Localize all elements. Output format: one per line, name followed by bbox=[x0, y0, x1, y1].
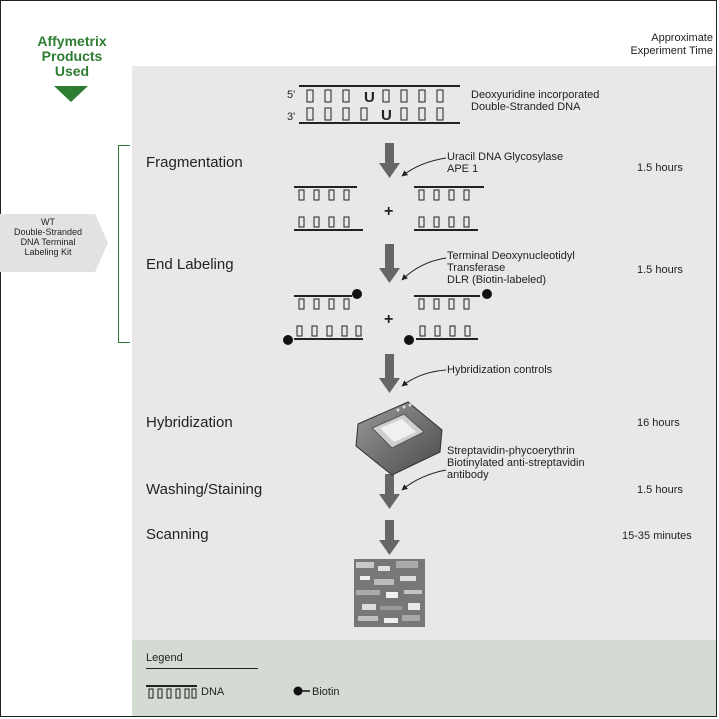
legend-dna-symbol bbox=[146, 685, 197, 699]
fragments-after-fragmentation bbox=[294, 186, 484, 231]
dna-top-strand bbox=[299, 85, 460, 103]
fragments-after-labeling bbox=[294, 295, 480, 340]
time-fragmentation: 1.5 hours bbox=[637, 162, 683, 174]
uracil-bottom: U bbox=[381, 107, 392, 124]
plus-sign: + bbox=[384, 203, 393, 220]
biotin-dot-icon bbox=[482, 289, 492, 299]
callout-hybridization bbox=[401, 369, 447, 387]
down-arrow-icon bbox=[379, 244, 400, 283]
callout-lines bbox=[401, 157, 447, 491]
label-3-prime: 3' bbox=[287, 111, 295, 123]
step-end-labeling: End Labeling bbox=[146, 256, 234, 273]
note-washing-staining: Streptavidin-phycoerythrin Biotinylated … bbox=[447, 445, 585, 481]
down-arrow-icon bbox=[379, 474, 400, 509]
note-line: Biotinylated anti-streptavidin bbox=[447, 457, 585, 469]
note-line: Hybridization controls bbox=[447, 364, 553, 376]
kit-label-line: Labeling Kit bbox=[24, 247, 72, 257]
brand-down-arrow-icon bbox=[54, 86, 88, 102]
plus-sign: + bbox=[384, 311, 393, 328]
kit-label-line: WT bbox=[41, 217, 55, 227]
legend-biotin-symbol bbox=[293, 686, 310, 696]
flow-arrows bbox=[379, 143, 400, 555]
kit-label-line: Double-Stranded bbox=[13, 227, 83, 237]
step-fragmentation: Fragmentation bbox=[146, 154, 243, 171]
time-scanning: 15-35 minutes bbox=[622, 530, 692, 542]
note-line: Transferase bbox=[447, 262, 506, 274]
down-arrow-icon bbox=[379, 143, 400, 178]
time-header-line: Approximate bbox=[651, 32, 713, 44]
note-line: antibody bbox=[447, 469, 489, 481]
down-arrow-icon bbox=[379, 520, 400, 555]
time-washing-staining: 1.5 hours bbox=[637, 484, 683, 496]
time-hybridization: 16 hours bbox=[637, 417, 680, 429]
note-line: Terminal Deoxynucleotidyl bbox=[447, 250, 575, 262]
genechip-cartridge-icon bbox=[355, 401, 443, 476]
legend-biotin-label: Biotin bbox=[312, 686, 340, 698]
biotin-markers bbox=[283, 289, 492, 345]
brand-line: Affymetrix bbox=[37, 33, 107, 49]
note-line: Uracil DNA Glycosylase bbox=[447, 151, 564, 163]
note-hybridization: Hybridization controls bbox=[447, 364, 552, 376]
dna-description: Deoxyuridine incorporated Double-Strande… bbox=[471, 89, 599, 113]
down-arrow-icon bbox=[379, 354, 400, 393]
dna-description-line: Deoxyuridine incorporated bbox=[471, 89, 600, 101]
legend-panel bbox=[132, 640, 716, 716]
callout-washing bbox=[401, 469, 447, 491]
brand-line: Used bbox=[54, 63, 90, 79]
time-header-line: Experiment Time bbox=[630, 45, 713, 57]
callout-fragmentation bbox=[401, 157, 447, 177]
kit-label: WT Double-Stranded DNA Terminal Labeling… bbox=[0, 217, 96, 257]
callout-end-labeling bbox=[401, 257, 447, 281]
biotin-dot-icon bbox=[352, 289, 362, 299]
step-washing-staining: Washing/Staining bbox=[146, 481, 263, 498]
label-5-prime: 5' bbox=[287, 89, 295, 101]
dna-description-line: Double-Stranded DNA bbox=[471, 101, 581, 113]
legend-title: Legend bbox=[146, 652, 183, 664]
note-line: APE 1 bbox=[447, 163, 479, 175]
kit-tag bbox=[0, 214, 108, 272]
legend-underline bbox=[146, 668, 258, 669]
note-line: Streptavidin-phycoerythrin bbox=[447, 445, 575, 457]
workflow-panel bbox=[132, 66, 716, 640]
kit-bracket bbox=[118, 145, 130, 343]
time-header: Approximate Experiment Time bbox=[630, 32, 713, 58]
biotin-dot-icon bbox=[283, 335, 293, 345]
legend-dna-label: DNA bbox=[201, 686, 225, 698]
note-fragmentation: Uracil DNA Glycosylase APE 1 bbox=[447, 151, 563, 175]
step-hybridization: Hybridization bbox=[146, 414, 233, 431]
brand-title: Affymetrix Products Used bbox=[22, 34, 122, 79]
step-scanning: Scanning bbox=[146, 526, 209, 543]
uracil-top: U bbox=[364, 89, 375, 106]
scanned-array-image bbox=[354, 559, 425, 627]
brand-line: Products bbox=[41, 48, 103, 64]
note-end-labeling: Terminal Deoxynucleotidyl Transferase DL… bbox=[447, 250, 575, 286]
kit-label-line: DNA Terminal bbox=[20, 237, 76, 247]
biotin-dot-icon bbox=[404, 335, 414, 345]
time-end-labeling: 1.5 hours bbox=[637, 264, 683, 276]
dna-bottom-strand bbox=[299, 107, 460, 124]
note-line: DLR (Biotin-labeled) bbox=[447, 274, 547, 286]
